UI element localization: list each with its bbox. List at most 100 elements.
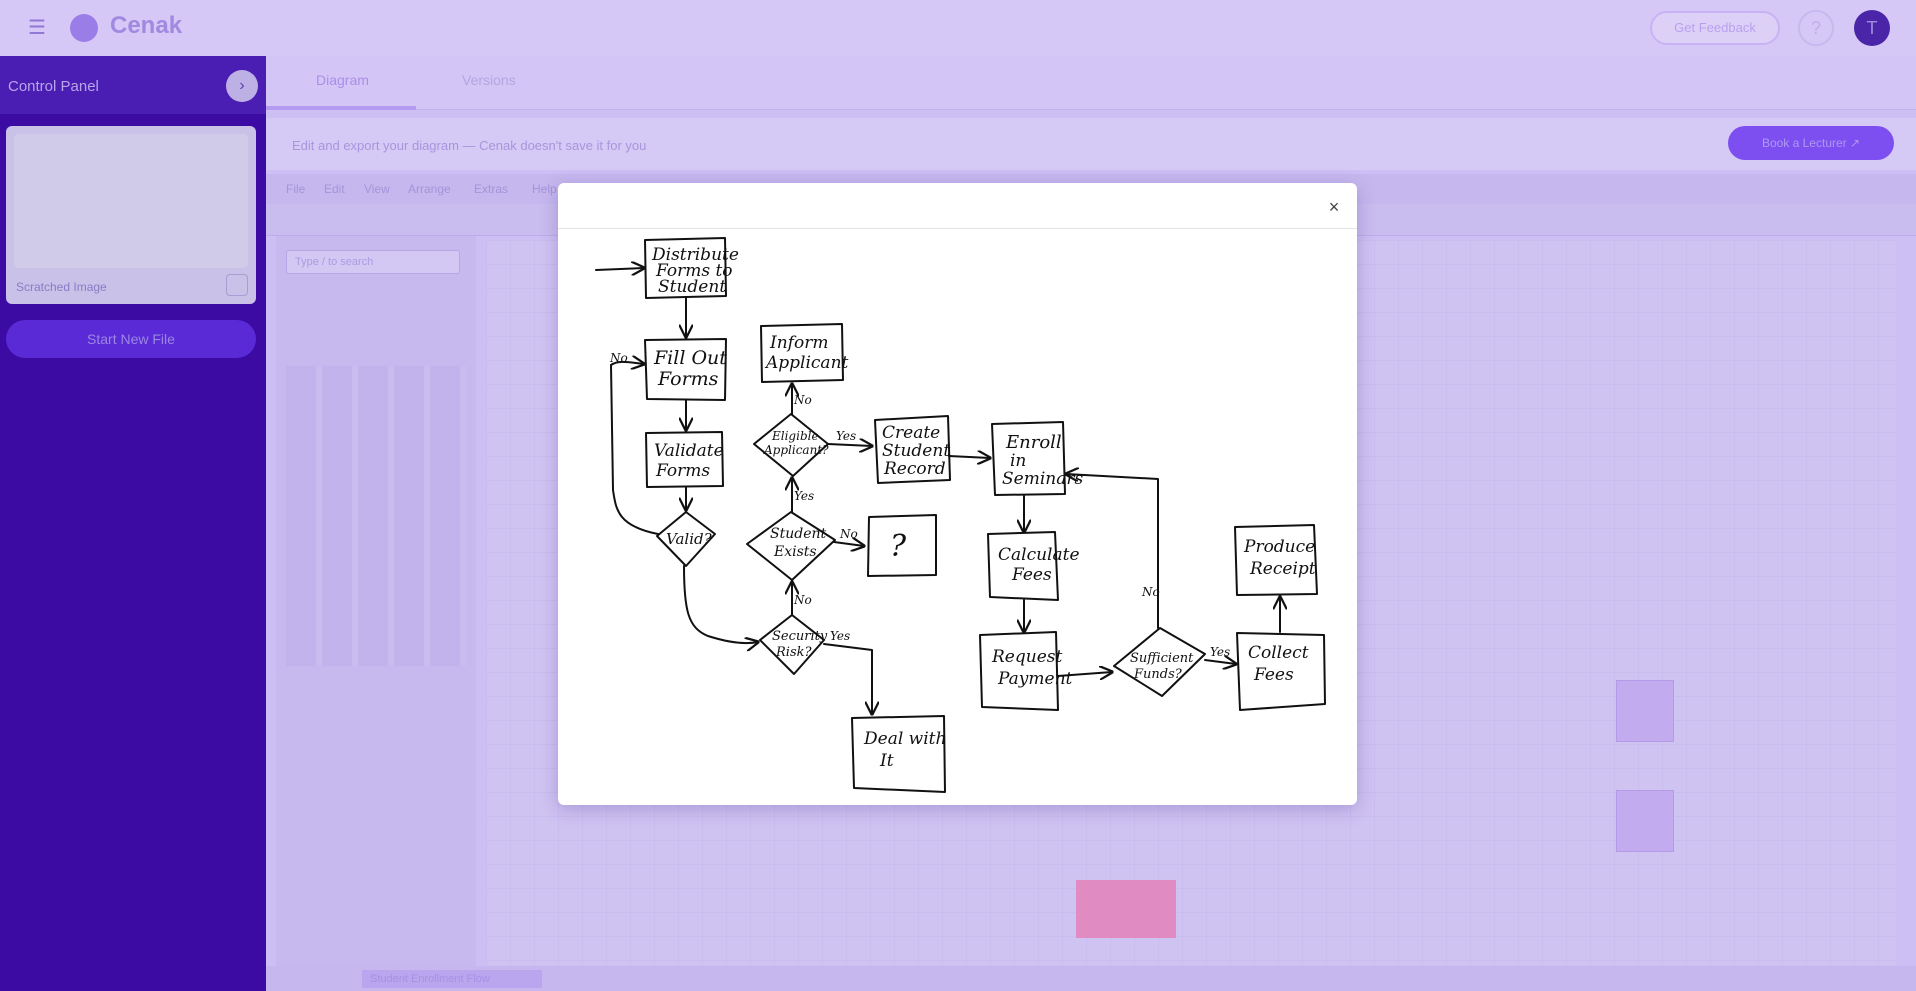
image-preview-modal: ×: [558, 183, 1357, 805]
menu-edit[interactable]: Edit: [324, 182, 345, 196]
logo-icon: [70, 14, 98, 42]
subtitle-bar: Edit and export your diagram — Cenak doe…: [266, 118, 1916, 170]
tab-diagram[interactable]: Diagram: [316, 72, 369, 88]
node-label: Student: [770, 526, 826, 542]
edge-label: No: [793, 593, 812, 607]
edge-label: Yes: [836, 429, 856, 443]
node-diamond-sufficient: [1113, 627, 1206, 697]
node-label: Distribute: [651, 245, 739, 265]
node-box-collect: [1236, 632, 1326, 711]
node-label: Produce: [1243, 537, 1315, 557]
node-label: Funds?: [1133, 667, 1183, 682]
sidebar-toggle-button[interactable]: ›: [226, 70, 258, 102]
menu-arrange[interactable]: Arrange: [408, 182, 451, 196]
diagram-thumbnail: [14, 134, 248, 268]
node-label: Security: [772, 629, 828, 644]
node-label: Forms: [655, 461, 710, 481]
control-panel-sidebar: Control Panel › Scratched Image Start Ne…: [0, 56, 266, 991]
sidebar-header: Control Panel ›: [0, 56, 266, 114]
node-label: Enroll: [1005, 432, 1062, 453]
edge-label: No: [793, 393, 812, 407]
card-menu-icon[interactable]: [226, 274, 248, 296]
node-diamond-exists: [746, 511, 836, 581]
edge-label: Yes: [1210, 645, 1230, 659]
menu-file[interactable]: File: [286, 182, 306, 196]
node-label: Risk?: [775, 645, 812, 660]
node-label: It: [879, 751, 894, 771]
node-box-question: [867, 514, 937, 577]
modal-body: Distribute Forms to Student Fill Out For…: [558, 230, 1357, 805]
node-label: Fill Out: [653, 347, 727, 369]
node-box-receipt: [1234, 524, 1318, 596]
get-feedback-button[interactable]: Get Feedback: [1650, 11, 1780, 45]
modal-header: ×: [558, 183, 1357, 229]
node-label: Applicant: [764, 353, 849, 373]
node-label: Fees: [1011, 565, 1052, 585]
shapes-panel: Type / to search: [276, 236, 476, 966]
node-label: Student: [882, 441, 950, 461]
close-icon[interactable]: ×: [1328, 197, 1340, 217]
hand-drawn-flowchart: Distribute Forms to Student Fill Out For…: [595, 237, 1326, 793]
tab-bar: Diagram Versions: [266, 56, 1916, 110]
node-box-create: [874, 415, 951, 484]
node-diamond-eligible: [753, 413, 829, 477]
node-label: Deal with: [863, 729, 946, 749]
canvas-shape[interactable]: [1616, 680, 1674, 742]
subtitle-text: Edit and export your diagram — Cenak doe…: [292, 138, 647, 153]
diagram-card[interactable]: Scratched Image: [6, 126, 256, 304]
sidebar-title: Control Panel: [8, 78, 99, 95]
node-label: Eligible: [771, 429, 819, 443]
tab-versions[interactable]: Versions: [462, 72, 516, 88]
node-label: Create: [882, 423, 940, 443]
node-label: Student: [658, 277, 726, 297]
edge-label: No: [839, 527, 858, 541]
menu-extras[interactable]: Extras: [474, 182, 509, 196]
node-label: Applicant?: [763, 443, 829, 457]
node-box-validate: [645, 431, 724, 488]
node-label: Exists: [773, 544, 817, 560]
avatar[interactable]: T: [1854, 10, 1890, 46]
book-lecturer-button[interactable]: Book a Lecturer ↗: [1728, 126, 1894, 160]
menu-view[interactable]: View: [364, 182, 390, 196]
node-label: Forms: [657, 368, 719, 390]
canvas-shape[interactable]: [1616, 790, 1674, 852]
canvas-shape-pink[interactable]: [1076, 880, 1176, 938]
node-diamond-valid: [656, 511, 716, 567]
node-label: Record: [883, 459, 946, 479]
edge-label: No: [609, 351, 628, 365]
diagram-name: Scratched Image: [16, 280, 107, 294]
node-label: Request: [991, 647, 1062, 667]
page-footer: Student Enrollment Flow: [266, 966, 1916, 991]
node-label: Sufficient: [1130, 651, 1194, 666]
page-tab[interactable]: Student Enrollment Flow: [362, 970, 542, 988]
node-label: Valid?: [666, 530, 713, 548]
node-label: Fees: [1253, 665, 1294, 685]
node-label: Inform: [769, 333, 828, 353]
node-label: Payment: [997, 669, 1073, 689]
node-diamond-security: [759, 614, 825, 675]
logo-text: Cenak: [110, 12, 183, 39]
edge-label: Yes: [794, 489, 814, 503]
node-box-enroll: [991, 421, 1066, 496]
node-box-calculate: [987, 531, 1059, 601]
node-box-fill: [644, 338, 727, 401]
node-label: Collect: [1248, 643, 1309, 663]
node-label: Seminars: [1002, 469, 1083, 489]
node-label: Calculate: [998, 545, 1080, 565]
hamburger-menu-icon[interactable]: ☰: [28, 17, 46, 39]
shape-search-input[interactable]: Type / to search: [286, 250, 460, 274]
active-tab-indicator: [266, 106, 416, 110]
shape-grid[interactable]: [286, 366, 466, 666]
node-label: Receipt: [1249, 559, 1316, 579]
node-label: ?: [890, 529, 907, 564]
node-box-deal: [851, 715, 946, 793]
help-icon[interactable]: ?: [1798, 10, 1834, 46]
top-bar: ☰ Cenak Get Feedback ? T: [0, 0, 1916, 56]
node-label: Validate: [654, 441, 724, 461]
menu-help[interactable]: Help: [532, 182, 557, 196]
edge-label: Yes: [830, 629, 850, 643]
node-box-inform: [760, 323, 844, 383]
node-label: in: [1010, 451, 1026, 471]
start-new-file-button[interactable]: Start New File: [6, 320, 256, 358]
